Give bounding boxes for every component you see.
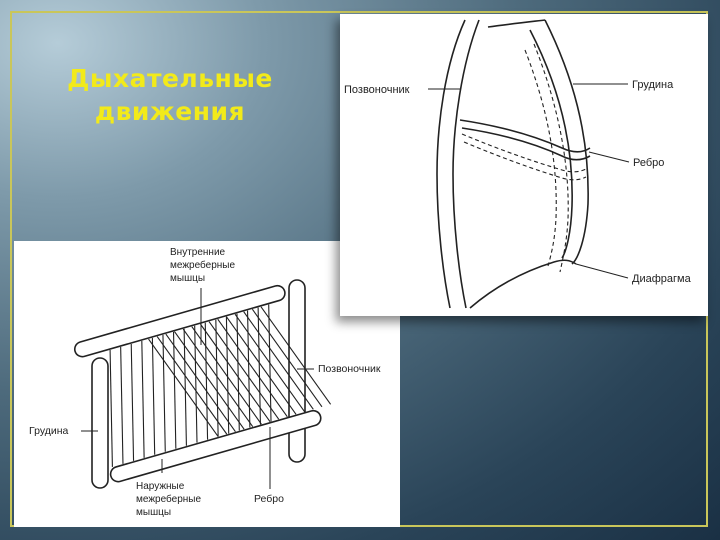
inner-fiber	[182, 328, 254, 428]
inner-fiber	[234, 313, 306, 413]
outer-fiber	[109, 350, 113, 467]
rib-top-line	[459, 119, 591, 153]
outer-fiber	[162, 334, 166, 452]
inner-muscles-label: Внутренние межреберные мышцы	[170, 247, 238, 284]
rib-label-right: Ребро	[633, 157, 664, 169]
outer-fiber	[151, 337, 156, 455]
inner-fiber	[148, 338, 219, 437]
spine-label-right: Позвоночник	[344, 84, 410, 96]
inner-fiber	[156, 336, 228, 435]
rib-leader-right	[588, 151, 630, 163]
title-line-2: движения	[94, 97, 246, 126]
outer-fiber	[225, 316, 230, 434]
sternum-bar	[91, 357, 109, 489]
inner-fiber	[260, 306, 332, 405]
inner-fiber	[243, 311, 314, 410]
inner-fiber	[165, 333, 236, 432]
breathing-movement-diagram: Позвоночник Грудина Ребро Диафрагма	[340, 14, 708, 316]
intercostal-model-svg: Внутренние межреберные мышцы Позвоночник…	[29, 247, 381, 518]
rib-dashed-bottom	[463, 141, 587, 181]
sternum-label: Грудина	[29, 425, 69, 437]
inner-fiber	[174, 331, 245, 430]
outer-fiber	[183, 328, 187, 446]
outer-fiber	[194, 325, 198, 443]
outer-fiber	[236, 313, 240, 431]
spine-label: Позвоночник	[318, 363, 381, 375]
outer-fiber	[130, 343, 135, 461]
inner-fiber	[225, 316, 297, 415]
outer-fiber	[257, 307, 261, 425]
outer-fiber	[120, 346, 124, 464]
diaphragm-leader-right	[575, 263, 629, 279]
sternum-dashed-inner	[524, 49, 557, 267]
chest-section-svg: Позвоночник Грудина Ребро Диафрагма	[344, 19, 692, 309]
outer-fiber	[247, 310, 251, 428]
intercostal-muscles-diagram: Внутренние межреберные мышцы Позвоночник…	[14, 241, 400, 527]
outer-fiber	[141, 340, 145, 458]
outer-fiber	[204, 322, 209, 440]
spine-inner-line	[452, 19, 480, 309]
inner-fiber	[251, 308, 323, 408]
left-leader-lines	[81, 288, 314, 489]
inner-fiber	[208, 321, 280, 420]
sternum-label-right: Грудина	[632, 79, 674, 91]
dashed-positions	[461, 43, 587, 273]
diaphragm-line	[469, 259, 577, 309]
chest-outline	[436, 19, 591, 309]
outer-fiber	[172, 331, 177, 449]
diaphragm-label-right: Диафрагма	[632, 273, 692, 285]
inner-fiber	[217, 318, 288, 418]
sternum-inner-line	[529, 29, 573, 259]
sternum-outer-line	[544, 19, 589, 265]
inner-fiber	[200, 323, 271, 423]
rib-dashed-top	[461, 133, 587, 173]
lower-rib-bar	[109, 409, 322, 483]
sternum-dashed-outer	[533, 43, 569, 273]
inner-intercostal-fibers	[148, 306, 332, 437]
spine-outer-line	[436, 19, 466, 309]
top-edge	[487, 19, 546, 28]
outer-fiber	[215, 319, 219, 437]
title-line-1: Дыхательные	[67, 64, 273, 93]
rib-label: Ребро	[254, 493, 284, 505]
inner-fiber	[191, 326, 262, 425]
slide-title: Дыхательные движения	[40, 62, 300, 128]
outer-muscles-label: Наружные межреберные мышцы	[136, 481, 204, 518]
upper-rib-bar	[73, 284, 286, 358]
rib-bottom-line	[461, 127, 591, 161]
right-leader-lines	[428, 83, 630, 279]
